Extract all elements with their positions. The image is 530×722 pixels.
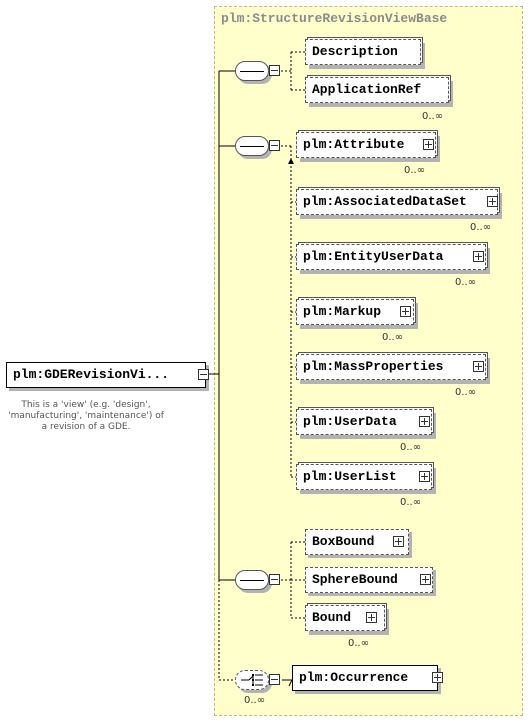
expand-boxbound-icon[interactable] — [393, 536, 404, 547]
cardinality-label: 0..∞ — [244, 695, 266, 706]
element-userdata[interactable]: plm:UserData — [296, 409, 432, 435]
cardinality-label: 0..∞ — [382, 332, 404, 343]
collapse-sequence-3-icon[interactable] — [269, 574, 280, 585]
element-label: BoxBound — [312, 534, 375, 549]
expand-associateddataset-icon[interactable] — [487, 196, 498, 207]
choice-icon — [241, 674, 263, 686]
element-boxbound[interactable]: BoxBound — [305, 529, 409, 555]
element-spherebound[interactable]: SphereBound — [305, 567, 433, 593]
cardinality-label: 0..∞ — [455, 387, 477, 398]
root-element-gderevisionview[interactable]: plm:GDERevisionVi... — [6, 362, 206, 388]
element-label: plm:Markup — [303, 304, 382, 319]
sequence-line-icon — [240, 71, 264, 72]
cardinality-label: 0..∞ — [470, 222, 492, 233]
element-label: plm:AssociatedDataSet — [303, 194, 467, 209]
expand-userlist-icon[interactable] — [419, 471, 430, 482]
element-attribute[interactable]: plm:Attribute — [296, 132, 436, 158]
element-description[interactable]: Description — [305, 39, 421, 65]
collapse-sequence-1-icon[interactable] — [269, 65, 280, 76]
expand-userdata-icon[interactable] — [419, 416, 430, 427]
choice-compositor[interactable] — [235, 670, 269, 690]
expand-attribute-icon[interactable] — [423, 139, 434, 150]
element-label: Description — [312, 44, 398, 59]
sequence-line-icon — [240, 146, 264, 147]
element-label: plm:Attribute — [303, 137, 405, 152]
element-userlist[interactable]: plm:UserList — [296, 464, 432, 490]
element-massproperties[interactable]: plm:MassProperties — [296, 354, 486, 380]
sequence-line-icon — [240, 580, 264, 581]
collapse-choice-icon[interactable] — [269, 674, 280, 685]
root-element-label: plm:GDERevisionVi... — [13, 367, 170, 382]
element-entityuserdata[interactable]: plm:EntityUserData — [296, 244, 486, 270]
element-label: SphereBound — [312, 572, 398, 587]
element-label: plm:Occurrence — [299, 670, 409, 685]
expand-spherebound-icon[interactable] — [420, 574, 431, 585]
element-applicationref[interactable]: ApplicationRef — [305, 77, 449, 103]
cardinality-label: 0..∞ — [400, 497, 422, 508]
collapse-sequence-2-icon[interactable] — [269, 140, 280, 151]
element-label: ApplicationRef — [312, 82, 422, 97]
element-label: plm:EntityUserData — [303, 249, 444, 264]
sequence-compositor-1[interactable] — [235, 61, 269, 81]
element-label: plm:UserList — [303, 469, 397, 484]
element-bound[interactable]: Bound — [305, 605, 385, 631]
sequence-compositor-3[interactable] — [235, 570, 269, 590]
expand-massproperties-icon[interactable] — [473, 361, 484, 372]
collapse-root-icon[interactable] — [198, 369, 209, 380]
element-label: Bound — [312, 610, 352, 625]
element-occurrence[interactable]: plm:Occurrence — [292, 665, 438, 691]
sequence-compositor-2[interactable] — [235, 136, 269, 156]
element-label: plm:MassProperties — [303, 359, 444, 374]
cardinality-label: 0..∞ — [348, 638, 370, 649]
expand-markup-icon[interactable] — [400, 306, 411, 317]
cardinality-label: 0..∞ — [422, 111, 444, 122]
cardinality-label: 0..∞ — [400, 442, 422, 453]
element-label: plm:UserData — [303, 414, 397, 429]
cardinality-label: 0..∞ — [455, 277, 477, 288]
element-markup[interactable]: plm:Markup — [296, 299, 414, 325]
expand-occurrence-icon[interactable] — [432, 672, 443, 683]
cardinality-label: 0..∞ — [404, 165, 426, 176]
expand-bound-icon[interactable] — [366, 612, 377, 623]
element-associateddataset[interactable]: plm:AssociatedDataSet — [296, 189, 498, 215]
root-annotation: This is a 'view' (e.g. 'design', 'manufa… — [8, 400, 164, 432]
base-type-title: plm:StructureRevisionViewBase — [221, 11, 448, 26]
expand-entityuserdata-icon[interactable] — [473, 251, 484, 262]
